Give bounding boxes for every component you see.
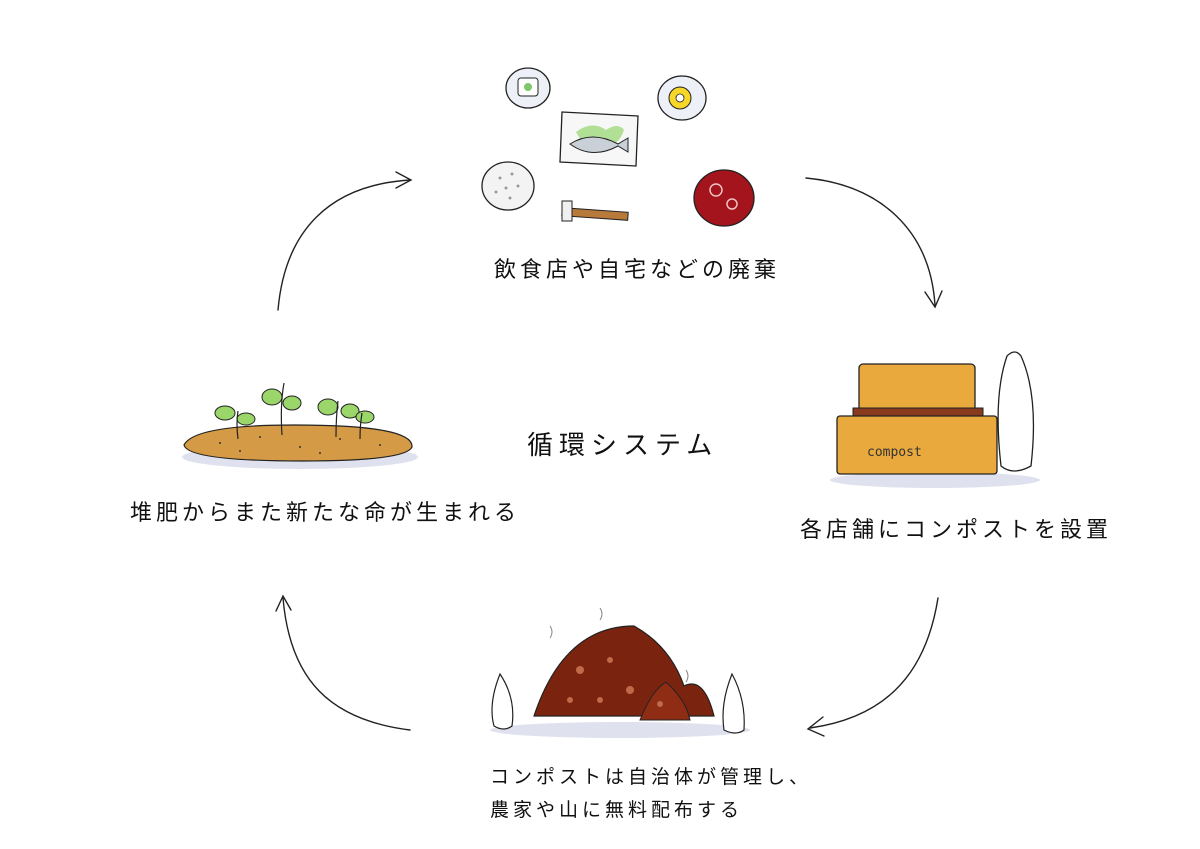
- cycle-arrow-icon: [277, 179, 411, 311]
- node-bottom-label-line2: 農家や山に無料配布する: [490, 799, 744, 821]
- cycle-arrow-icon: [282, 597, 411, 731]
- node-top-label: 飲食店や自宅などの廃棄: [494, 258, 781, 283]
- node-left-label: 堆肥からまた新たな命が生まれる: [130, 501, 521, 526]
- center-title: 循環システム: [527, 431, 719, 461]
- cycle-arrow-icon: [809, 597, 939, 729]
- compost-box-icon: compost: [830, 351, 1040, 488]
- compost-box-text: compost: [867, 445, 922, 460]
- node-right-label: 各店舗にコンポストを設置: [800, 518, 1113, 543]
- node-bottom-label-line1: コンポストは自治体が管理し、: [490, 766, 813, 788]
- cycle-arrow-icon: [805, 177, 936, 306]
- food-plate-icon: [481, 67, 755, 227]
- sprout-field-icon: [182, 382, 418, 469]
- compost-heap-icon: [490, 607, 750, 738]
